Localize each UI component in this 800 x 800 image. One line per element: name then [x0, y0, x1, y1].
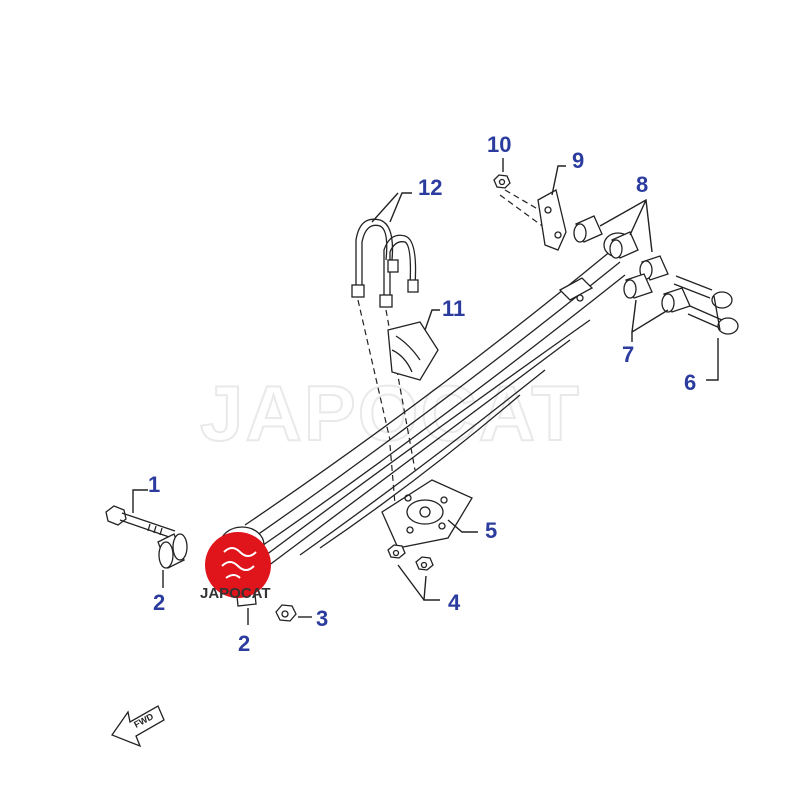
callout-6: 6	[684, 370, 696, 395]
callout-2-lower: 2	[238, 631, 250, 656]
part-9-shackle-plate	[537, 189, 567, 251]
callout-12: 11	[442, 296, 465, 321]
part-8-bushings	[573, 215, 669, 281]
callout-9: 9	[572, 148, 584, 173]
part-12-spacer	[387, 321, 439, 381]
part-7-bushings	[623, 273, 691, 313]
callout-11: 12	[418, 175, 442, 200]
callout-2-left: 2	[153, 590, 165, 615]
callout-4: 4	[448, 590, 461, 615]
part-11-u-bolts	[351, 218, 419, 308]
callout-3: 3	[316, 606, 328, 631]
part-6-shackle	[673, 275, 739, 335]
part-5-spring-seat	[381, 479, 473, 549]
japocat-logo-icon: JAPOCAT	[200, 532, 271, 602]
watermark-text: JAPOCAT	[200, 369, 581, 457]
fwd-arrow-icon: FWD	[110, 705, 165, 748]
part-4-nuts	[387, 544, 434, 571]
callout-10: 10	[487, 132, 511, 157]
callout-1: 1	[148, 472, 160, 497]
part-3-nut	[275, 604, 297, 622]
callout-5: 5	[485, 518, 497, 543]
part-1-bolt	[105, 505, 176, 539]
callout-7: 7	[622, 342, 634, 367]
part-2-bushing-left	[157, 533, 188, 569]
callout-8: 8	[636, 172, 648, 197]
logo-text: JAPOCAT	[200, 585, 271, 602]
part-10-nut	[493, 174, 511, 189]
